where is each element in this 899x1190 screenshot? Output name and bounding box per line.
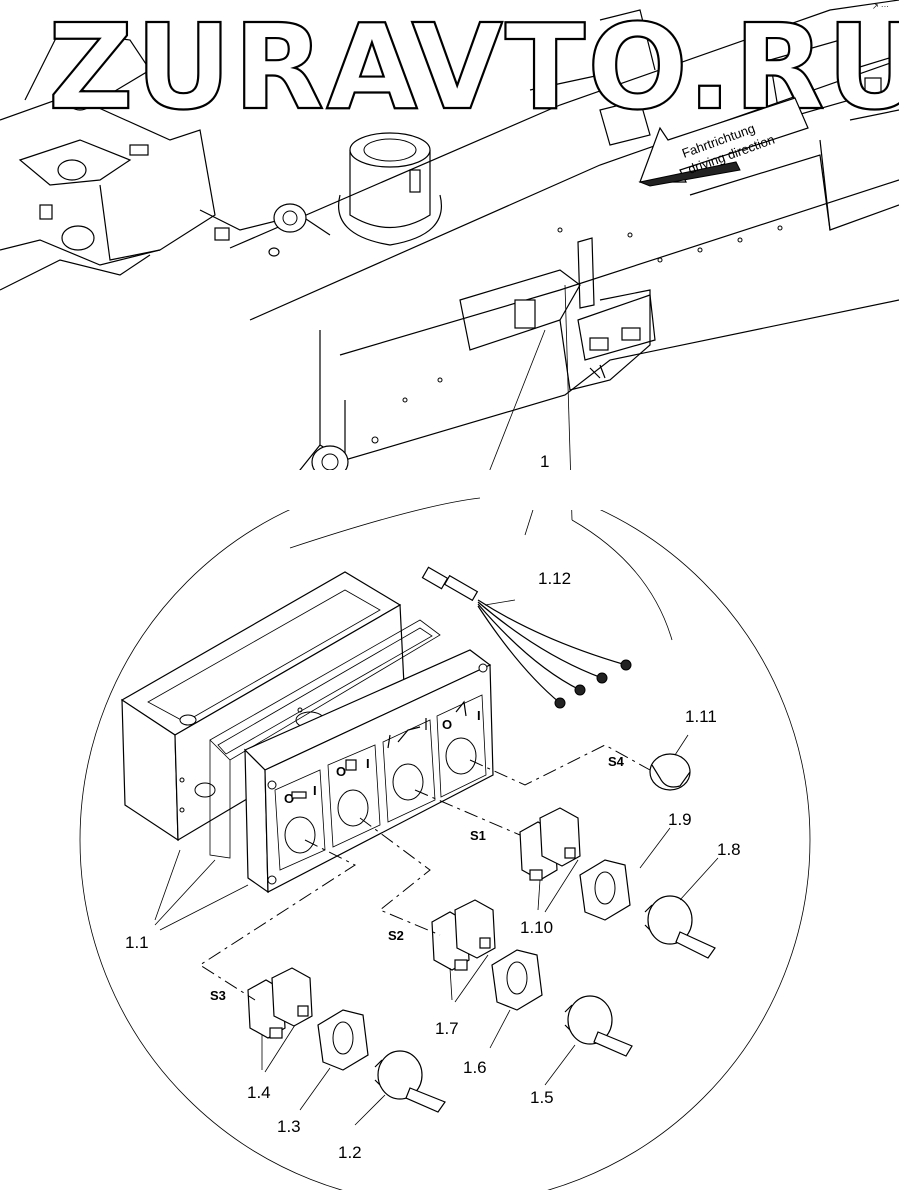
callout-leaders <box>154 599 719 1126</box>
cap-1-11 <box>649 753 691 791</box>
panel-mark-i-4: I <box>477 708 481 723</box>
switch-label-s4: S4 <box>608 754 625 769</box>
enclosure-box <box>120 571 406 842</box>
callout-1-5: 1.5 <box>530 1088 554 1107</box>
switch-label-s3: S3 <box>210 988 226 1003</box>
knob-1-8 <box>644 895 716 959</box>
callout-1-2: 1.2 <box>338 1143 362 1162</box>
callout-1-6: 1.6 <box>463 1058 487 1077</box>
callout-1-4: 1.4 <box>247 1083 271 1102</box>
contact-blocks-s3 <box>247 967 313 1039</box>
switch-label-s2: S2 <box>388 928 404 943</box>
panel-mark-o-4: O <box>442 717 452 732</box>
callout-1-9: 1.9 <box>668 810 692 829</box>
cable-harness <box>421 566 632 709</box>
switch-label-s1: S1 <box>470 828 486 843</box>
knob-1-2 <box>374 1050 446 1113</box>
callout-1-1: 1.1 <box>125 933 149 952</box>
holder-1-9 <box>579 859 631 921</box>
assembly-dash-lines <box>199 744 651 1001</box>
contact-blocks-s1 <box>519 807 581 881</box>
gasket <box>209 619 441 761</box>
callout-1-3: 1.3 <box>277 1117 301 1136</box>
contact-blocks-s2 <box>431 899 496 971</box>
panel-mark-o-2: O <box>336 764 346 779</box>
panel-mark-i-1: I <box>313 783 317 798</box>
knob-1-5 <box>564 995 633 1057</box>
vehicle-frame-drawing <box>0 0 899 481</box>
callout-1-7: 1.7 <box>435 1019 459 1038</box>
front-panel: O I O I O I <box>243 649 494 894</box>
corner-mark: ↗ ··· <box>872 2 889 11</box>
holder-1-3 <box>317 1009 369 1071</box>
callout-1-11: 1.11 <box>685 707 717 726</box>
callout-1-12: 1.12 <box>538 569 571 588</box>
panel-mark-i-2: I <box>366 756 370 771</box>
holder-1-6 <box>491 949 543 1011</box>
callout-1: 1 <box>540 452 549 471</box>
callout-1-8: 1.8 <box>717 840 741 859</box>
callout-1-10: 1.10 <box>520 918 553 937</box>
panel-mark-o-1: O <box>284 791 294 806</box>
